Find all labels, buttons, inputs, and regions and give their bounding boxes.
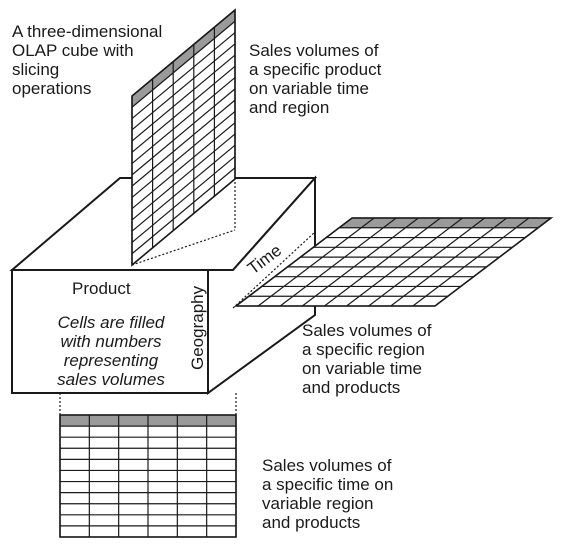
product-slice-row-line bbox=[131, 32, 236, 119]
product-slice-row-line bbox=[131, 144, 236, 232]
product-slice-row-line bbox=[131, 99, 236, 187]
product-slice-grid bbox=[131, 8, 236, 267]
region-slice-col-line bbox=[346, 217, 463, 307]
diagram-title: A three-dimensional OLAP cube with slici… bbox=[12, 22, 163, 98]
product-slice-row-line bbox=[131, 65, 236, 153]
product-slice-row-line bbox=[131, 110, 236, 198]
region-slice-col-line bbox=[324, 217, 441, 307]
time-slice-grid bbox=[59, 414, 237, 538]
time-slice-label: Sales volumes of a specific time on vari… bbox=[262, 456, 394, 532]
product-slice-row-line bbox=[131, 156, 236, 243]
product-slice-row-line bbox=[131, 77, 236, 165]
product-slice-row-line bbox=[131, 167, 236, 255]
region-slice-header-row bbox=[339, 218, 551, 228]
geography-axis-label: Geography bbox=[188, 285, 207, 370]
product-slice-header-row bbox=[132, 10, 235, 108]
product-slice-row-line bbox=[131, 54, 236, 142]
region-slice-col-line bbox=[257, 217, 375, 307]
region-slice-outline bbox=[233, 217, 554, 307]
region-slice-col-line bbox=[390, 217, 508, 307]
region-slice-col-line bbox=[368, 217, 486, 307]
region-slice-col-line bbox=[412, 217, 530, 307]
region-slice-col-line bbox=[301, 217, 419, 307]
region-slice-label: Sales volumes of a specific region on va… bbox=[302, 321, 432, 397]
product-slice-row-line bbox=[131, 43, 236, 131]
cells-note: Cells are filled with numbers representi… bbox=[57, 313, 165, 389]
region-slice-col-line bbox=[279, 217, 397, 307]
product-slice-outline bbox=[131, 8, 236, 267]
product-slice-label: Sales volumes of a specific product on v… bbox=[249, 41, 382, 117]
product-slice-row-line bbox=[131, 88, 236, 176]
product-slice-row-line bbox=[131, 20, 236, 108]
product-slice-row-line bbox=[131, 122, 236, 210]
product-axis-label: Product bbox=[72, 279, 131, 298]
product-slice-row-line bbox=[131, 133, 236, 221]
region-slice-grid bbox=[233, 217, 554, 307]
cube-front-face bbox=[11, 269, 209, 394]
time-slice-outline bbox=[59, 414, 237, 538]
